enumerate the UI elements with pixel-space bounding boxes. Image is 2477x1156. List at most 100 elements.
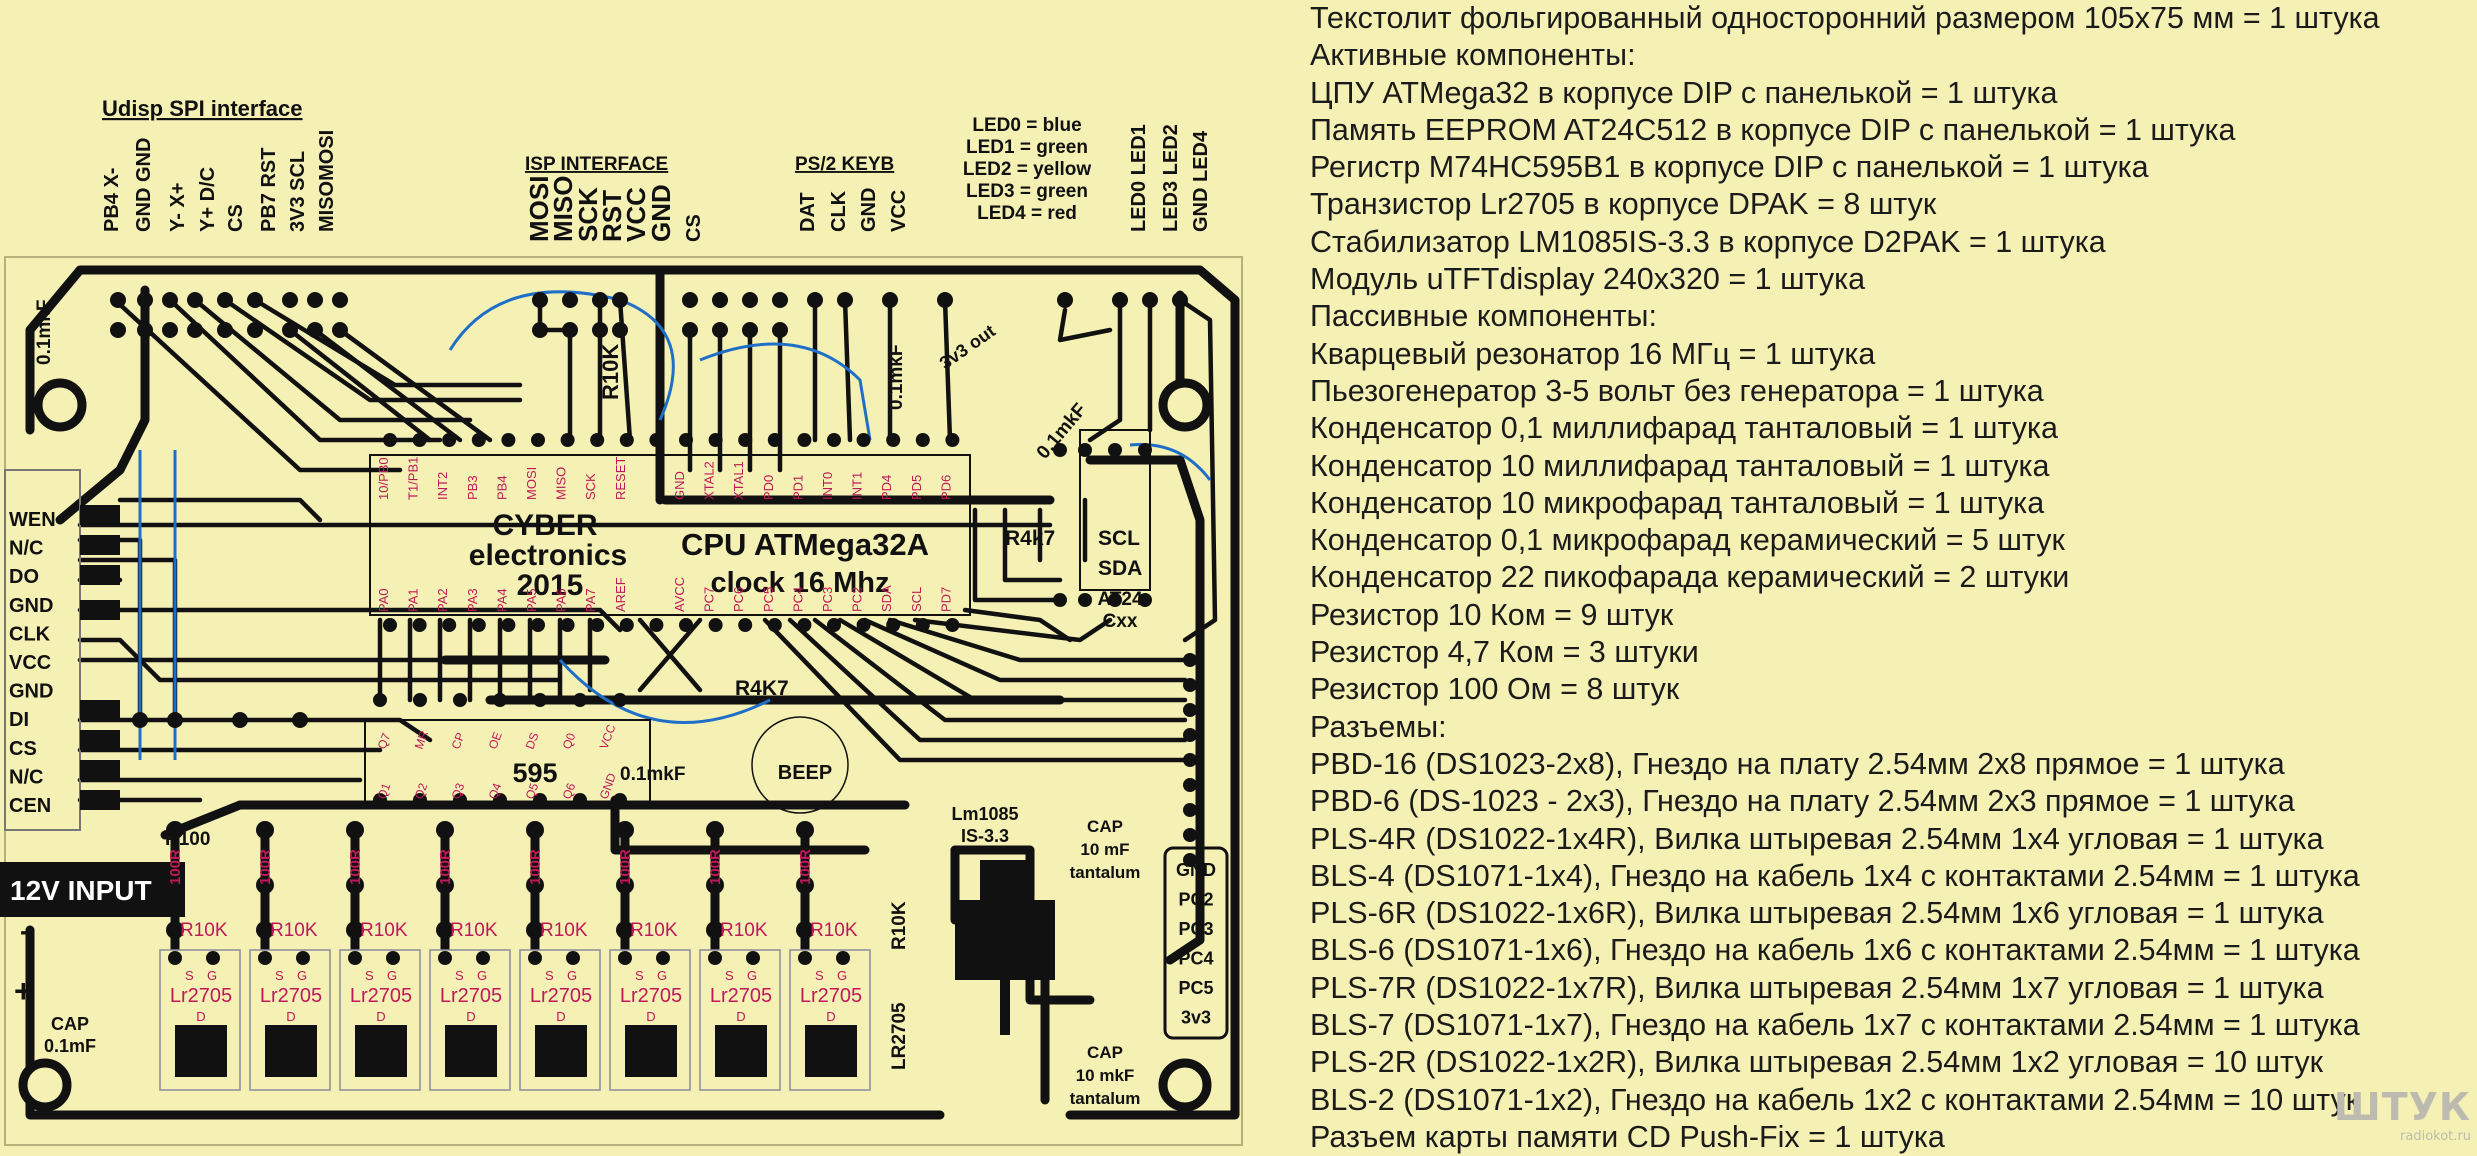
bom-line: PBD-16 (DS1023-2х8), Гнездо на плату 2.5… [1310,746,2285,781]
cap-10mf-line3: tantalum [1070,863,1141,882]
mosfet-d-label: D [196,1009,205,1024]
cap-10mkf-line2: 10 mkF [1076,1066,1135,1085]
solder-pad [1183,753,1197,767]
res-10k-label: R10K [180,920,228,941]
mosfet-d-label: D [556,1009,565,1024]
bom-line: Конденсатор 0,1 миллифарад танталовый = … [1310,411,2058,446]
solder-pad [532,292,548,308]
solder-pad [679,433,693,447]
solder-pad [453,693,467,707]
595-pin-label: OE [486,730,505,751]
at24-line1: AT24 [1097,589,1142,610]
bom-line: PLS-6R (DS1022-1х6R), Вилка штыревая 2.5… [1310,896,2324,931]
udisp-pin-label: PB7 RST [258,148,280,232]
solder-pad [442,618,457,632]
isp-pin-label: MISO [548,176,578,242]
bom-line: Резистор 4,7 Ком = 3 штуки [1310,635,1699,670]
mcu-pin-label: MISO [554,467,569,500]
solder-pad [592,292,608,308]
mcu-pin-label: PB4 [494,475,509,500]
port-pin-label: PC2 [1178,890,1213,910]
isp-pin-label: RST [597,190,627,242]
input-12v-label: 12V INPUT [10,875,152,906]
solder-pad [1183,853,1197,867]
mosfet-g-label: G [387,968,397,983]
port-pin-label: 3v3 [1181,1008,1211,1028]
solder-pad [533,693,547,707]
solder-pad [307,292,323,308]
input-12v-bar [0,862,185,917]
solder-pad [247,292,263,308]
solder-pad [1108,593,1122,607]
udisp-pin-label: PB4 X- [101,168,123,232]
mosfet-name-label: Lr2705 [440,985,502,1007]
watermark-main: ШТУК [2333,1085,2471,1129]
bom-line: Конденсатор 0,1 микрофарад керамический … [1310,523,2065,558]
led-pin-label: LED0 LED1 [1128,124,1150,232]
mcu-pin-label: PD5 [909,475,924,500]
595-pin-label: Q4 [486,781,505,801]
bom-line: Стабилизатор LM1085IS-3.3 в корпусе D2PA… [1310,224,2106,259]
solder-pad [162,292,178,308]
mcu-pin-label: PD0 [761,475,776,500]
solder-pad [137,292,153,308]
solder-pad [886,433,901,447]
solder-pad [217,322,233,338]
bom-line: PLS-2R (DS1022-1х2R), Вилка штыревая 2.5… [1310,1045,2323,1080]
isp-pin-label: CS [683,214,705,242]
solder-pad [772,292,788,308]
bom-line: PLS-7R (DS1022-1х7R), Вилка штыревая 2.5… [1310,970,2324,1005]
cap-10mf-line2: 10 mF [1080,840,1129,859]
solder-pad [282,322,298,338]
ps2-title: PS/2 KEYB [795,154,894,175]
595-pin-label: VCC [597,722,619,751]
lm1085-line2: IS-3.3 [961,826,1009,846]
solder-pad [501,433,516,447]
cyber-line1: CYBER [492,509,597,542]
bom-line: Память EEPROM AT24C512 в корпусе DIP с п… [1310,112,2236,147]
solder-pad [187,322,203,338]
solder-pad [110,292,126,308]
solder-pad [137,322,153,338]
led-legend-line: LED2 = yellow [963,159,1092,180]
solder-pad [682,322,698,338]
mosfet-s-label: S [185,968,194,983]
udisp-pin-label: CS [225,204,247,232]
udisp-pin-label: 3V3 SCL [287,151,309,232]
sda-label: SDA [1098,557,1142,580]
solder-pad [232,712,248,728]
mcu-pin-label: PA5 [524,588,539,612]
solder-pad [882,292,898,308]
solder-pad [413,793,427,807]
sd-pin-label: DI [9,709,29,731]
solder-pad [712,292,728,308]
beep-label: BEEP [778,762,832,784]
res-100-label: 100R [617,849,634,885]
cpu-title-line2: clock 16 Mhz [711,567,890,599]
solder-pad [708,618,723,632]
595-pin-label: Q7 [375,731,394,751]
solder-pad [613,793,627,807]
bom-line: Конденсатор 10 миллифарад танталовый = 1… [1310,448,2050,483]
mcu-pin-label: PA2 [435,588,450,612]
solder-pad [1108,443,1122,457]
solder-pad [592,322,608,338]
port-pin-label: PC5 [1178,978,1213,998]
solder-pad [162,322,178,338]
mcu-pin-label: XTAL1 [731,461,746,500]
mcu-pin-label: PC7 [702,587,717,612]
mcu-outline [369,454,971,616]
mosfet-name-label: Lr2705 [350,985,412,1007]
res-100-label: 100R [437,849,454,885]
595-pin-label: Q1 [375,781,394,801]
bom-line: Резистор 100 Ом = 8 штук [1310,672,1680,707]
cap-mid-top-label: 0.1mkF [886,345,907,410]
scl-label: SCL [1098,527,1140,550]
solder-pad [1183,728,1197,742]
solder-pad [1142,292,1158,308]
